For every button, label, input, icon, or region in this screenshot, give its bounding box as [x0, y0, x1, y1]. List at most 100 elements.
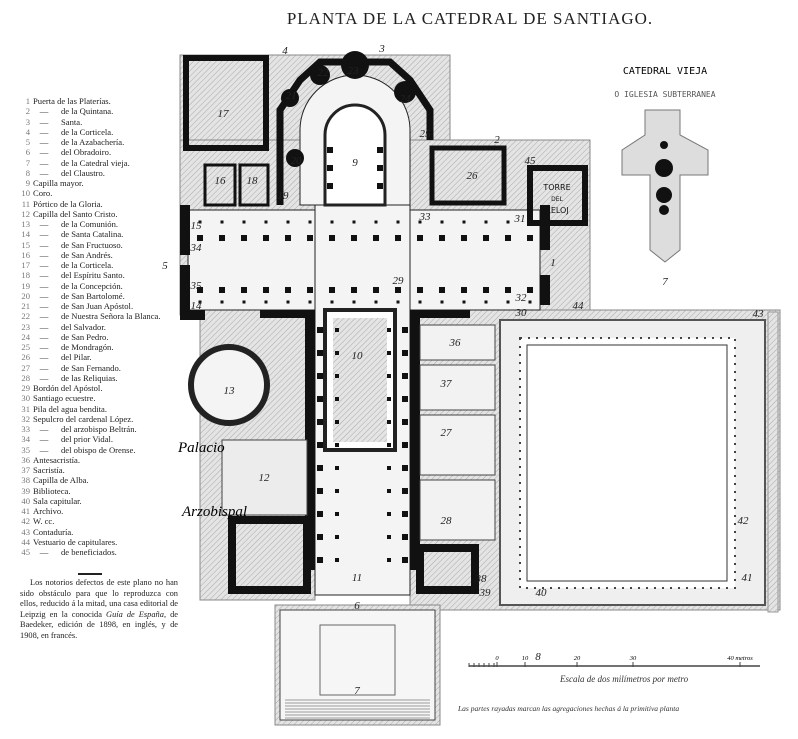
column-pier [285, 235, 291, 241]
cloister [499, 311, 779, 613]
legend-text: Archivo. [33, 506, 64, 516]
column-pier [440, 220, 444, 224]
scale-number: 8 [535, 651, 541, 663]
column-pier [317, 534, 323, 540]
legend-number: 35 [21, 444, 30, 455]
legend-dash: — [39, 157, 49, 168]
legend-text: de Nuestra Señora la Blanca. [61, 311, 161, 322]
plan-number-label: 40 [536, 587, 548, 599]
plan-number-label: 6 [354, 600, 360, 612]
legend-item: 7—de la Catedral vieja. [14, 158, 184, 168]
legend-text: Puerta de las Platerías. [33, 96, 111, 106]
column-pier [317, 557, 323, 563]
plan-number-label: 21 [286, 90, 297, 102]
column-pier [396, 300, 400, 304]
plan-number-label: 43 [753, 308, 765, 320]
column-pier [377, 147, 383, 153]
legend-text: del obispo de Orense. [61, 444, 136, 455]
scale-tick-label: 30 [629, 655, 637, 662]
plan-number-label: 2 [494, 134, 500, 146]
column-pier [387, 466, 391, 470]
column-pier [506, 220, 510, 224]
legend-item: 27—de San Fernando. [14, 363, 184, 373]
column-pier [461, 287, 467, 293]
column-pier [462, 220, 466, 224]
column-pier [484, 300, 488, 304]
legend-dash: — [39, 352, 49, 363]
plan-number-label: 19 [278, 190, 290, 202]
old-cathedral-inset: CATEDRAL VIEJA O IGLESIA SUBTERRANEA 7 [614, 66, 715, 288]
plan-number-label: 15 [191, 220, 203, 232]
column-pier [351, 287, 357, 293]
column-pier [483, 287, 489, 293]
plan-number-label: 14 [191, 300, 203, 312]
legend-number: 41 [21, 506, 30, 516]
column-pier [263, 235, 269, 241]
legend-number: 3 [25, 116, 30, 127]
legend-text: Santa. [61, 116, 83, 127]
legend-number: 6 [25, 147, 30, 158]
column-pier [402, 557, 408, 563]
legend-item: 15—de San Fructuoso. [14, 240, 184, 250]
legend-number: 13 [21, 219, 30, 229]
legend-item: 23—del Salvador. [14, 322, 184, 332]
plan-title: PLANTA DE LA CATEDRAL DE SANTIAGO. [287, 9, 653, 28]
legend-number: 26 [21, 352, 30, 363]
legend-item: 22—de Nuestra Señora la Blanca. [14, 311, 184, 321]
legend-number: 17 [21, 260, 30, 270]
plan-number-label: 37 [440, 378, 453, 390]
legend-text: del Claustro. [61, 167, 105, 178]
plan-footnote: Las partes rayadas marcan las agregacion… [457, 704, 679, 713]
legend-text: Contaduría. [33, 526, 74, 537]
column-pier [197, 235, 203, 241]
legend-text: de la Comunión. [61, 219, 119, 229]
column-pier [317, 442, 323, 448]
column-pier [242, 220, 246, 224]
column-pier [462, 300, 466, 304]
legend-number: 1 [25, 96, 30, 106]
legend-number: 21 [21, 301, 30, 311]
plan-number-label: 26 [467, 170, 479, 182]
legend-text: Biblioteca. [33, 485, 71, 496]
legend-dash: — [39, 424, 49, 434]
column-pier [317, 511, 323, 517]
legend-number: 22 [21, 311, 30, 322]
column-pier [335, 397, 339, 401]
legend-item: 20—de San Bartolomé. [14, 291, 184, 301]
note-book-title: Guía de España [106, 609, 164, 619]
legend-dash: — [39, 280, 49, 291]
plan-number-label: 35 [190, 280, 203, 292]
column-pier [317, 465, 323, 471]
column-pier [374, 220, 378, 224]
plan-number-label: 27 [441, 427, 453, 439]
column-pier [352, 300, 356, 304]
legend-dash: — [39, 239, 49, 250]
column-pier [387, 351, 391, 355]
plan-number-label: 16 [215, 175, 227, 187]
plan-number-label: 31 [514, 213, 526, 225]
legend-item: 35—del obispo de Orense. [14, 445, 184, 455]
legend-number: 32 [21, 413, 30, 424]
legend-number: 40 [21, 495, 30, 506]
legend-item: 28—de las Reliquias. [14, 373, 184, 383]
column-pier [352, 220, 356, 224]
legend-number: 11 [21, 198, 30, 209]
legend-divider [78, 573, 102, 575]
column-pier [308, 300, 312, 304]
column-pier [335, 489, 339, 493]
column-pier [264, 300, 268, 304]
legend-dash: — [39, 321, 49, 332]
column-pier [373, 287, 379, 293]
column-pier [387, 397, 391, 401]
column-pier [387, 489, 391, 493]
column-pier [317, 488, 323, 494]
legend-number: 18 [21, 270, 30, 281]
column-pier [402, 327, 408, 333]
plan-number-label: 18 [247, 175, 259, 187]
legend-text: de Mondragón. [61, 342, 114, 352]
column-pier [219, 235, 225, 241]
legend-item: 45—de beneficiados. [14, 547, 184, 557]
